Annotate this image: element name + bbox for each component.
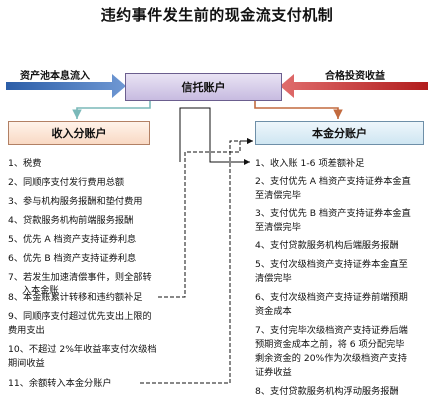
income-item-continuation: 费用支出: [8, 325, 45, 336]
income-item: 6、优先 B 档资产支持证券利息: [8, 253, 137, 264]
income-item: 10、不超过 2%年收益率支付次级档: [8, 344, 157, 355]
inflow-arrow-left: [6, 74, 126, 98]
principal-item: 6、支付次级档资产支持证券前端预期: [255, 292, 408, 303]
inflow-arrow-right: [280, 74, 428, 98]
income-item: 3、参与机构服务报酬和垫付费用: [8, 196, 143, 207]
income-item: 2、同顺序支付发行费用总额: [8, 177, 125, 188]
income-item: 11、余额转入本金分账户: [8, 378, 112, 389]
trust-account-box: 信托账户: [125, 73, 282, 101]
left-inflow-label: 资产池本息流入: [20, 71, 90, 82]
principal-item: 3、支付优先 B 档资产支持证券本金直: [255, 208, 411, 219]
connector-item8-to-principal: [158, 138, 253, 298]
principal-item: 8、支付贷款服务机构浮动服务报酬: [255, 386, 399, 397]
principal-item: 2、支付优先 A 档资产支持证券本金直: [255, 176, 411, 187]
principal-item: 1、收入账 1-6 项差额补足: [255, 158, 365, 169]
income-item: 8、本金账累计转移和违约额补足: [8, 292, 143, 303]
principal-item: 5、支付次级档资产支持证券本金直至: [255, 259, 408, 270]
right-inflow-label: 合格投资收益: [325, 71, 385, 82]
principal-item: 4、支付贷款服务机构后端服务报酬: [255, 240, 399, 251]
income-item-continuation: 期间收益: [8, 358, 45, 369]
income-account-box: 收入分账户: [8, 121, 150, 145]
principal-item-continuation: 证券收益: [255, 367, 292, 378]
principal-item-continuation: 剩余资金的 20%作为次级档资产支持: [255, 353, 407, 364]
income-item: 9、同顺序支付超过优先支出上限的: [8, 311, 152, 322]
principal-item-continuation: 至清偿完毕: [255, 222, 301, 233]
diagram-title: 违约事件发生前的现金流支付机制: [100, 6, 334, 24]
connector-item11-to-principal: [140, 138, 253, 384]
principal-item-continuation: 资金成本: [255, 306, 292, 317]
connector-trust-to-income: [72, 99, 151, 119]
income-item: 4、贷款服务机构前端服务报酬: [8, 215, 134, 226]
connector-trust-to-principal: [254, 99, 343, 119]
principal-item: 7、支付完毕次级档资产支持证券后端: [255, 325, 408, 336]
connector-income-gap-to-principal: [179, 107, 250, 165]
income-item: 7、若发生加速清偿事件，则全部转: [8, 272, 152, 283]
income-item: 1、税费: [8, 158, 42, 169]
principal-item-continuation: 预期资金成本之前，将 6 项分配完毕: [255, 339, 405, 350]
income-item-continuation: 入本金账: [22, 285, 59, 296]
principal-account-box: 本金分账户: [255, 121, 424, 145]
principal-item-continuation: 清偿完毕: [255, 273, 292, 284]
income-item: 5、优先 A 档资产支持证券利息: [8, 234, 137, 245]
principal-item-continuation: 至清偿完毕: [255, 190, 301, 201]
